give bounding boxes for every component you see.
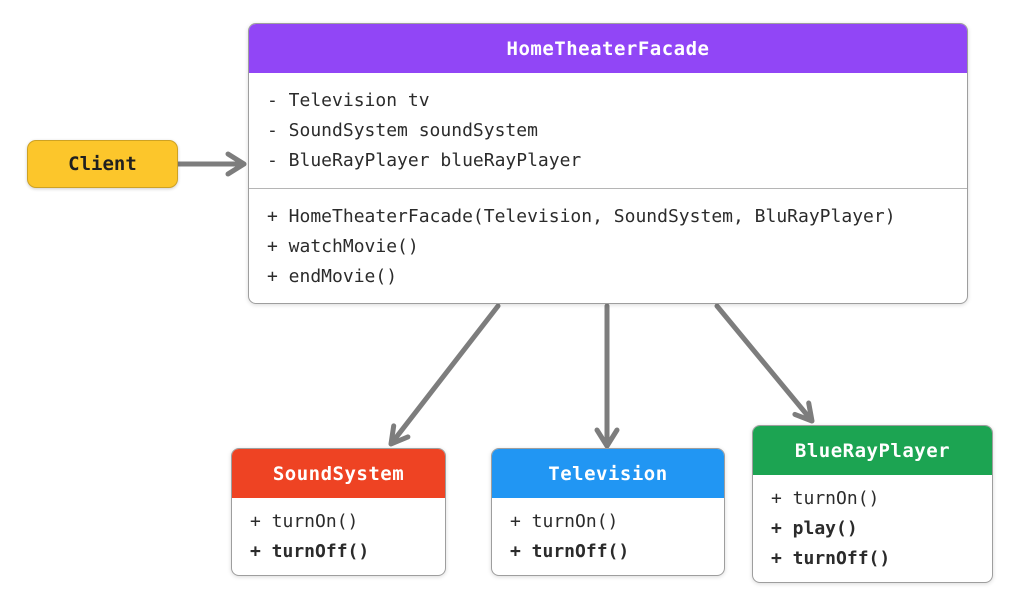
field-line: - Television tv [267, 90, 430, 111]
field-line: - BlueRayPlayer blueRayPlayer [267, 150, 582, 171]
client-label: Client [68, 153, 137, 175]
television-title: Television [548, 462, 668, 485]
television-methods: + turnOn() + turnOff() [492, 498, 724, 575]
facade-header: HomeTheaterFacade [249, 24, 967, 73]
method-line: + turnOn() [510, 511, 619, 532]
facade-methods-section: + HomeTheaterFacade(Television, SoundSys… [249, 189, 967, 303]
client-node: Client [27, 140, 178, 188]
arrow-facade-to-blueray [714, 303, 815, 424]
method-line: + turnOn() [771, 488, 880, 509]
facade-fields-section: - Television tv - SoundSystem soundSyste… [249, 73, 967, 188]
class-television: Television + turnOn() + turnOff() [491, 448, 725, 576]
method-line: + turnOff() [510, 541, 630, 562]
class-sound-system: SoundSystem + turnOn() + turnOff() [231, 448, 446, 576]
television-header: Television [492, 449, 724, 498]
method-line: + turnOn() [250, 511, 359, 532]
method-line: + endMovie() [267, 266, 398, 287]
class-blue-ray-player: BlueRayPlayer + turnOn() + play() + turn… [752, 425, 993, 583]
arrow-facade-to-television [594, 303, 620, 449]
method-line: + play() [771, 518, 858, 539]
blueray-title: BlueRayPlayer [794, 439, 951, 462]
method-line: + turnOff() [771, 548, 891, 569]
sound-system-title: SoundSystem [272, 462, 405, 485]
method-line: + turnOff() [250, 541, 370, 562]
arrow-facade-to-soundsystem [388, 303, 501, 447]
blueray-header: BlueRayPlayer [753, 426, 992, 475]
section-divider [249, 188, 967, 189]
field-line: - SoundSystem soundSystem [267, 120, 538, 141]
method-line: + HomeTheaterFacade(Television, SoundSys… [267, 206, 896, 227]
arrow-client-to-facade [175, 151, 247, 177]
sound-system-methods: + turnOn() + turnOff() [232, 498, 445, 575]
sound-system-header: SoundSystem [232, 449, 445, 498]
method-line: + watchMovie() [267, 236, 419, 257]
blueray-methods: + turnOn() + play() + turnOff() [753, 475, 992, 582]
class-home-theater-facade: HomeTheaterFacade - Television tv - Soun… [248, 23, 968, 304]
facade-title: HomeTheaterFacade [506, 37, 710, 60]
